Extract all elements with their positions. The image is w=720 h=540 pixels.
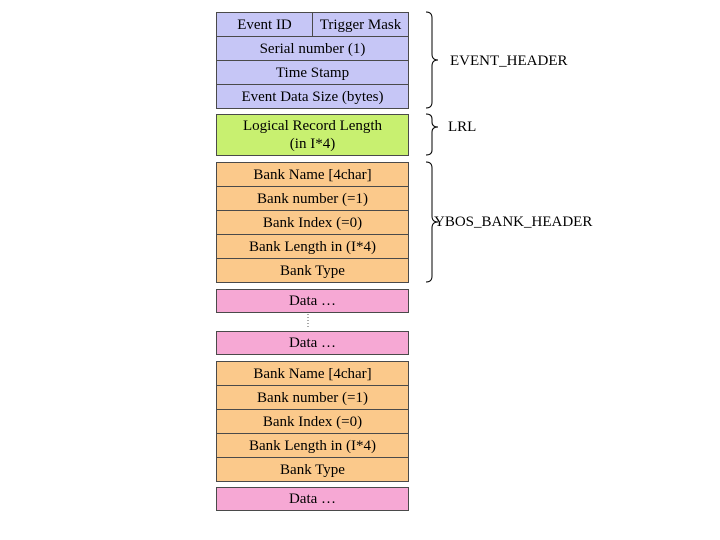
lrl-line2: (in I*4) [289, 136, 336, 152]
bank1-length-cell: Bank Length in (I*4) [216, 234, 409, 259]
event-header-brace [425, 11, 439, 109]
bank1-type-cell: Bank Type [216, 258, 409, 283]
event-header-label: EVENT_HEADER [450, 53, 568, 69]
data-cell-3: Data … [216, 487, 409, 511]
lrl-cell: Logical Record Length (in I*4) [216, 114, 409, 156]
ybos-bank-header-brace [425, 161, 439, 283]
ybos-bank-header-label: YBOS_BANK_HEADER [434, 214, 593, 230]
event-data-size-cell: Event Data Size (bytes) [216, 84, 409, 109]
bank1-name-cell: Bank Name [4char] [216, 162, 409, 187]
data-cell-1: Data … [216, 289, 409, 313]
bank2-type-cell: Bank Type [216, 457, 409, 482]
event-id-cell: Event ID [216, 12, 313, 37]
lrl-label: LRL [448, 119, 477, 135]
bank2-length-cell: Bank Length in (I*4) [216, 433, 409, 458]
serial-number-cell: Serial number (1) [216, 36, 409, 61]
lrl-brace [425, 113, 439, 156]
lrl-line1: Logical Record Length [242, 118, 383, 134]
data-cell-2: Data … [216, 331, 409, 355]
bank2-number-cell: Bank number (=1) [216, 385, 409, 410]
